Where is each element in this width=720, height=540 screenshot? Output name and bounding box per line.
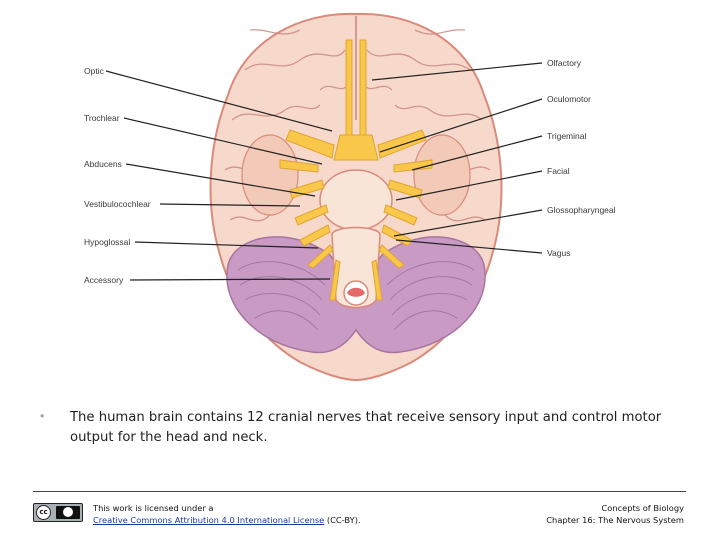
label-accessory: Accessory xyxy=(84,275,124,285)
cranial-nerves-diagram: Optic Trochlear Abducens Vestibulocochle… xyxy=(0,0,720,390)
footer-divider xyxy=(33,491,686,492)
cc-license-badge-icon: cc xyxy=(33,503,83,522)
label-olfactory: Olfactory xyxy=(547,58,582,68)
label-abducens: Abducens xyxy=(84,159,122,169)
caption-text: The human brain contains 12 cranial nerv… xyxy=(70,408,670,448)
label-glossopharyngeal: Glossopharyngeal xyxy=(547,205,616,215)
attribution-person-icon xyxy=(63,507,73,517)
label-trochlear: Trochlear xyxy=(84,113,120,123)
label-vestibulocochlear: Vestibulocochlear xyxy=(84,199,151,209)
label-oculomotor: Oculomotor xyxy=(547,94,591,104)
caption-row: • The human brain contains 12 cranial ne… xyxy=(40,408,680,448)
license-link[interactable]: Creative Commons Attribution 4.0 Interna… xyxy=(93,515,324,525)
label-vagus: Vagus xyxy=(547,248,570,258)
label-optic: Optic xyxy=(84,66,105,76)
chapter-title: Chapter 16: The Nervous System xyxy=(546,514,684,526)
course-title: Concepts of Biology xyxy=(546,502,684,514)
bullet-marker: • xyxy=(40,408,70,448)
label-hypoglossal: Hypoglossal xyxy=(84,237,130,247)
cc-logo-icon: cc xyxy=(36,505,51,520)
right-labels: Olfactory Oculomotor Trigeminal Facial G… xyxy=(547,58,616,258)
license-suffix: (CC-BY). xyxy=(324,515,360,525)
left-labels: Optic Trochlear Abducens Vestibulocochle… xyxy=(84,66,151,285)
label-trigeminal: Trigeminal xyxy=(547,131,586,141)
course-info: Concepts of Biology Chapter 16: The Nerv… xyxy=(546,502,684,526)
license-text: This work is licensed under a Creative C… xyxy=(93,502,361,526)
label-facial: Facial xyxy=(547,166,570,176)
license-prefix: This work is licensed under a xyxy=(93,502,361,514)
